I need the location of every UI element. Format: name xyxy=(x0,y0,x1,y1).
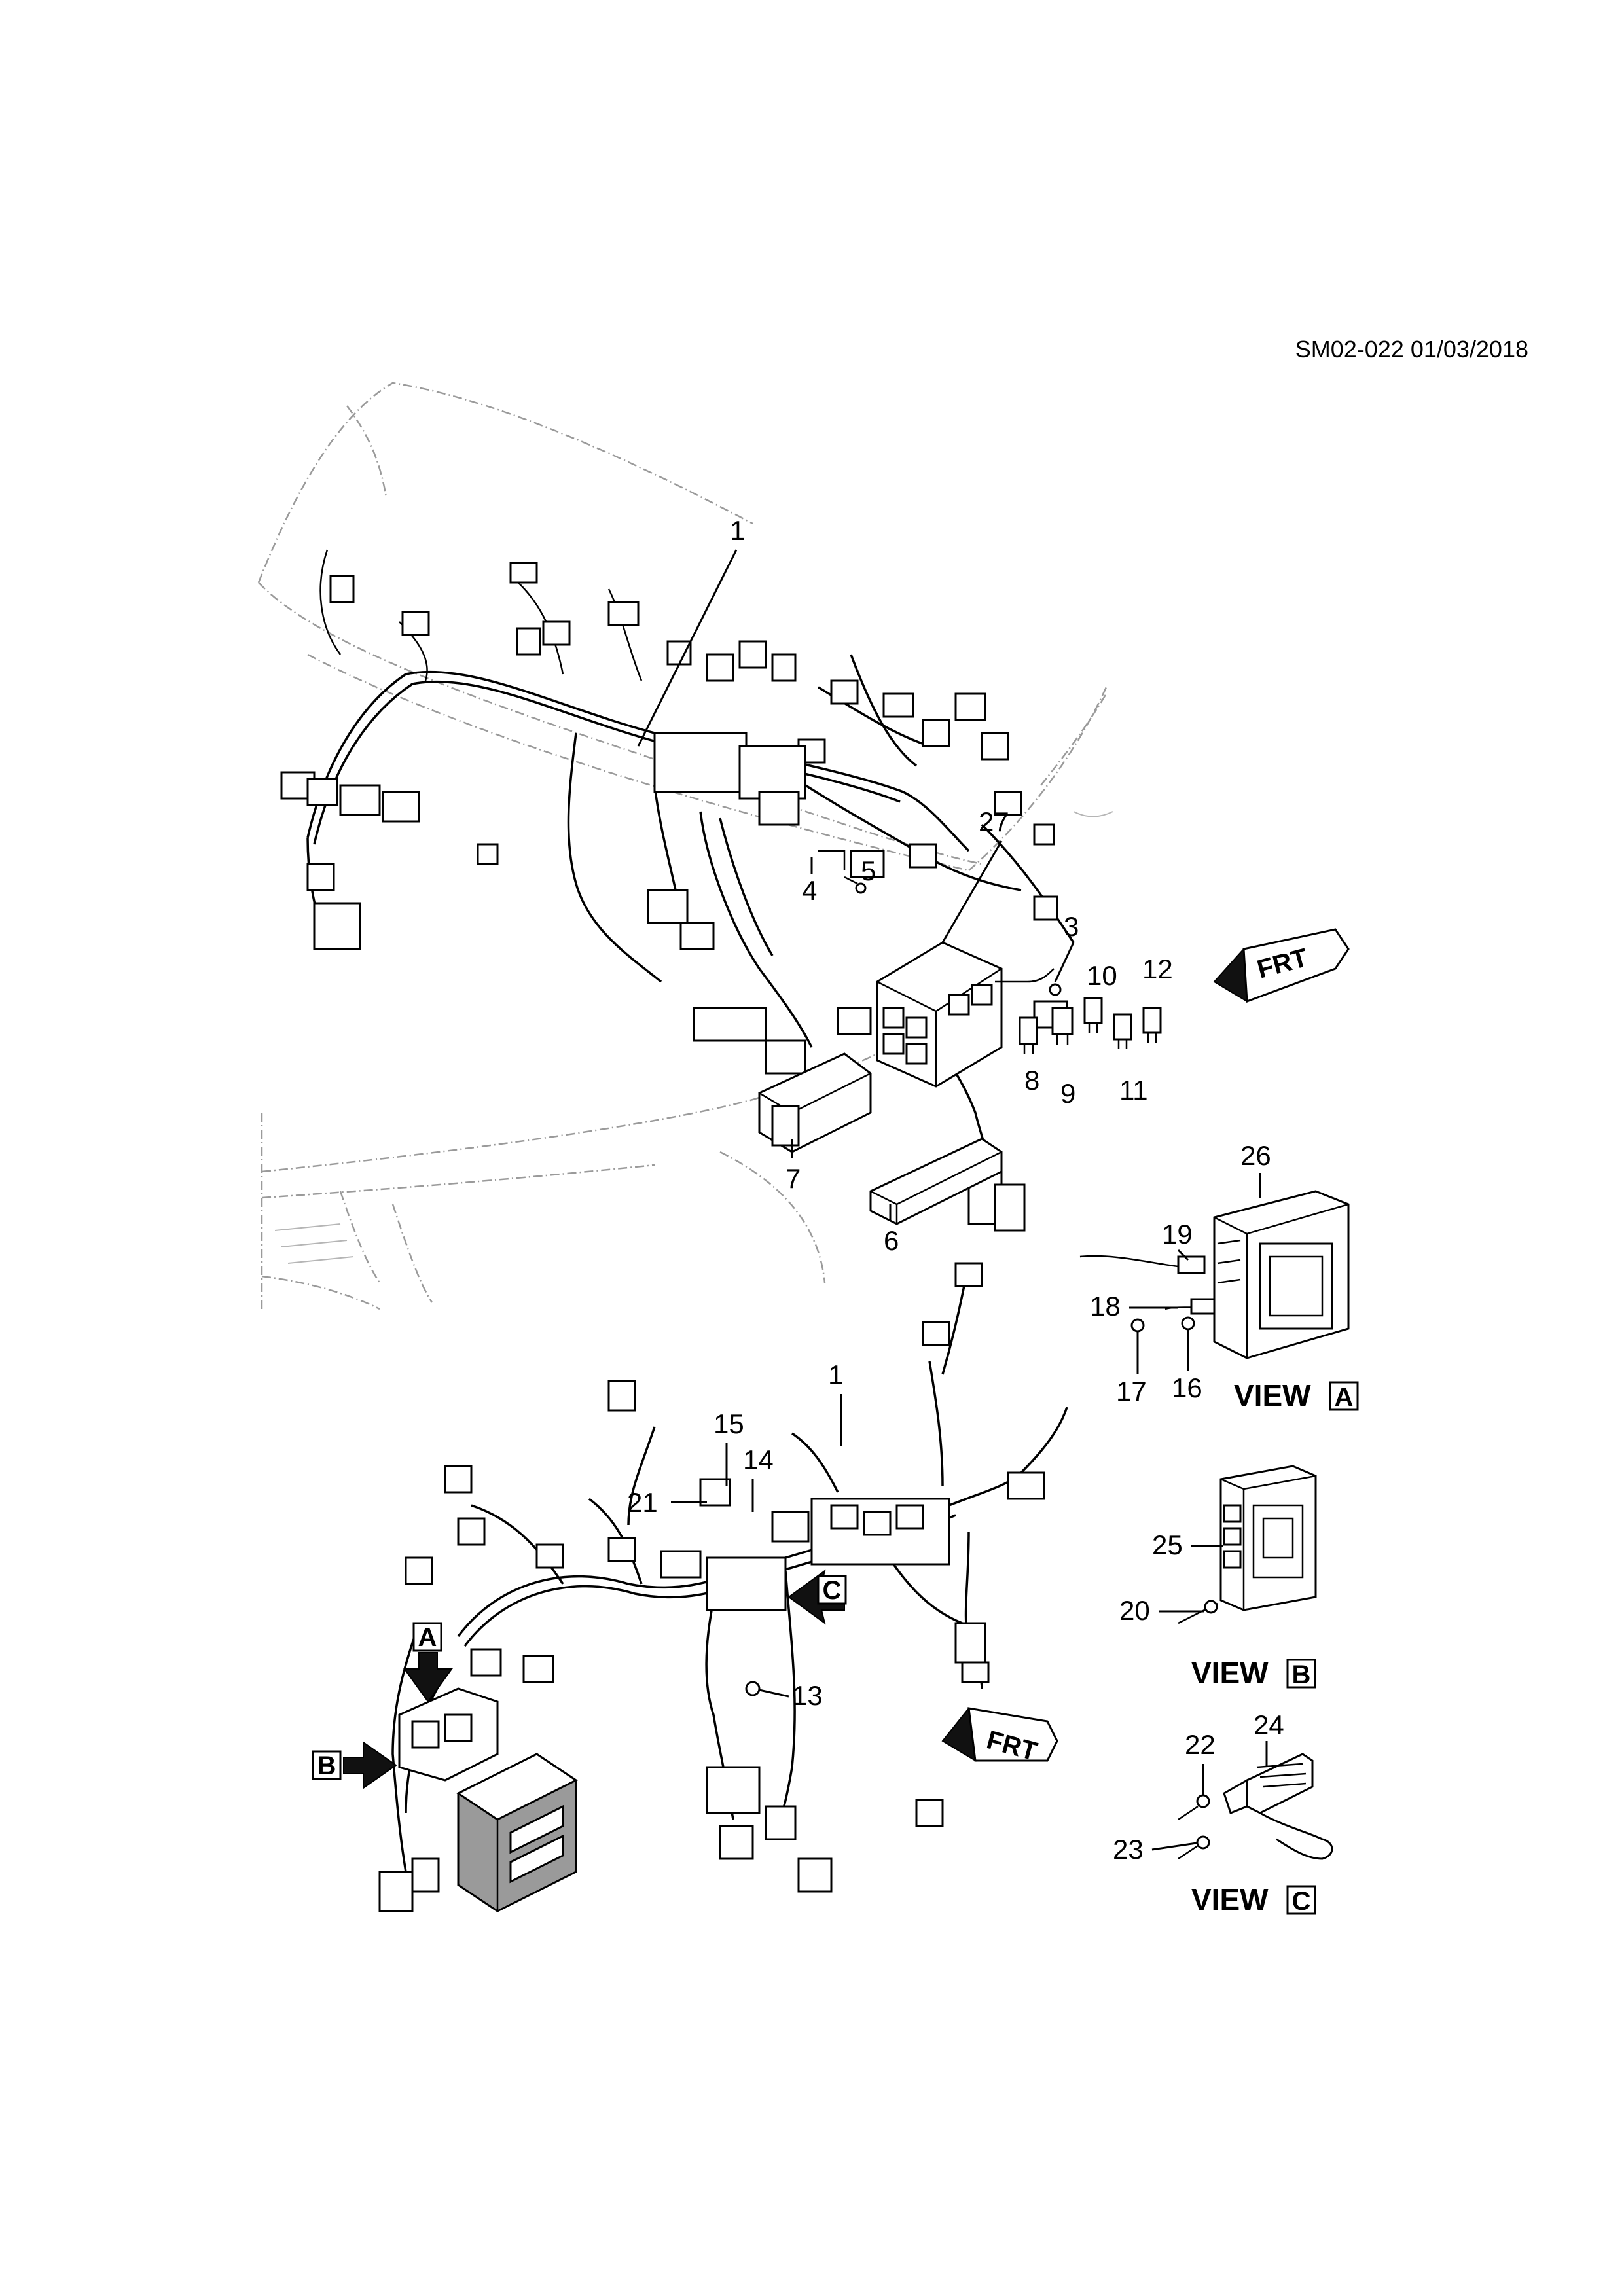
callout-5: 5 xyxy=(861,855,876,886)
part-3-grommet xyxy=(995,968,1062,996)
arrow-view-b: B xyxy=(312,1741,397,1789)
callout-14: 14 xyxy=(743,1444,774,1475)
callout-26: 26 xyxy=(1240,1140,1271,1171)
callout-6: 6 xyxy=(884,1225,899,1256)
arrow-tag-b: B xyxy=(317,1751,336,1780)
view-a-module-26: 26 19 18 17 16 VIEW A xyxy=(1079,1140,1359,1412)
view-c-letter: C xyxy=(1292,1887,1311,1916)
callout-7: 7 xyxy=(785,1163,801,1194)
callout-10: 10 xyxy=(1087,960,1117,991)
view-c-title: VIEW xyxy=(1191,1882,1269,1916)
view-a-title: VIEW xyxy=(1234,1378,1311,1412)
callout-13: 13 xyxy=(792,1680,823,1711)
callout-18: 18 xyxy=(1090,1291,1121,1321)
diagram-code-header: SM02-022 01/03/2018 xyxy=(1295,336,1528,363)
arrow-view-a: A xyxy=(403,1622,453,1703)
arrow-view-c: C xyxy=(787,1569,847,1625)
callout-23: 23 xyxy=(1113,1834,1144,1865)
callout-3: 3 xyxy=(1064,911,1079,942)
callout-21: 21 xyxy=(627,1487,658,1518)
callout-22: 22 xyxy=(1185,1729,1216,1760)
view-a-letter: A xyxy=(1335,1383,1354,1412)
callout-1-bottom: 1 xyxy=(828,1359,843,1390)
top-harness-connectors xyxy=(280,549,1068,1232)
top-callouts: 1 27 5 4 3 10 12 8 9 11 7 6 xyxy=(637,515,1173,1256)
callout-11: 11 xyxy=(1119,1075,1148,1105)
callout-20: 20 xyxy=(1119,1595,1150,1626)
fuse-relay-block-27 xyxy=(876,941,1003,1088)
clips-4-5 xyxy=(818,850,867,894)
callout-8: 8 xyxy=(1024,1065,1039,1096)
view-b-module-25: 25 20 VIEW B xyxy=(1119,1465,1317,1690)
underhood-fuse-block-bottom xyxy=(398,1687,578,1912)
fuse-set xyxy=(1019,997,1162,1054)
callout-17: 17 xyxy=(1116,1376,1147,1407)
callout-19: 19 xyxy=(1162,1219,1193,1249)
bottom-harness-connectors xyxy=(378,1262,1045,1912)
callout-4: 4 xyxy=(802,875,817,906)
callout-24: 24 xyxy=(1254,1710,1284,1740)
callout-1-top: 1 xyxy=(730,515,745,546)
callout-15: 15 xyxy=(713,1408,744,1439)
callout-12: 12 xyxy=(1142,954,1173,984)
view-b-title: VIEW xyxy=(1191,1656,1269,1690)
callout-27: 27 xyxy=(979,806,1009,837)
arrow-tag-a: A xyxy=(418,1623,437,1652)
callout-9: 9 xyxy=(1060,1078,1075,1109)
front-direction-marker-top: FRT xyxy=(1213,928,1350,1003)
arrow-tag-c: C xyxy=(823,1576,842,1605)
view-b-letter: B xyxy=(1292,1660,1311,1689)
callout-16: 16 xyxy=(1172,1372,1202,1403)
view-c-module-24: 24 22 23 VIEW C xyxy=(1113,1710,1333,1916)
cover-7 xyxy=(758,1052,872,1153)
bottom-callouts: 1 15 14 21 13 xyxy=(627,1359,843,1711)
callout-25: 25 xyxy=(1152,1530,1183,1560)
tray-6 xyxy=(869,1138,1003,1225)
front-direction-marker-bottom: FRT xyxy=(941,1706,1058,1767)
